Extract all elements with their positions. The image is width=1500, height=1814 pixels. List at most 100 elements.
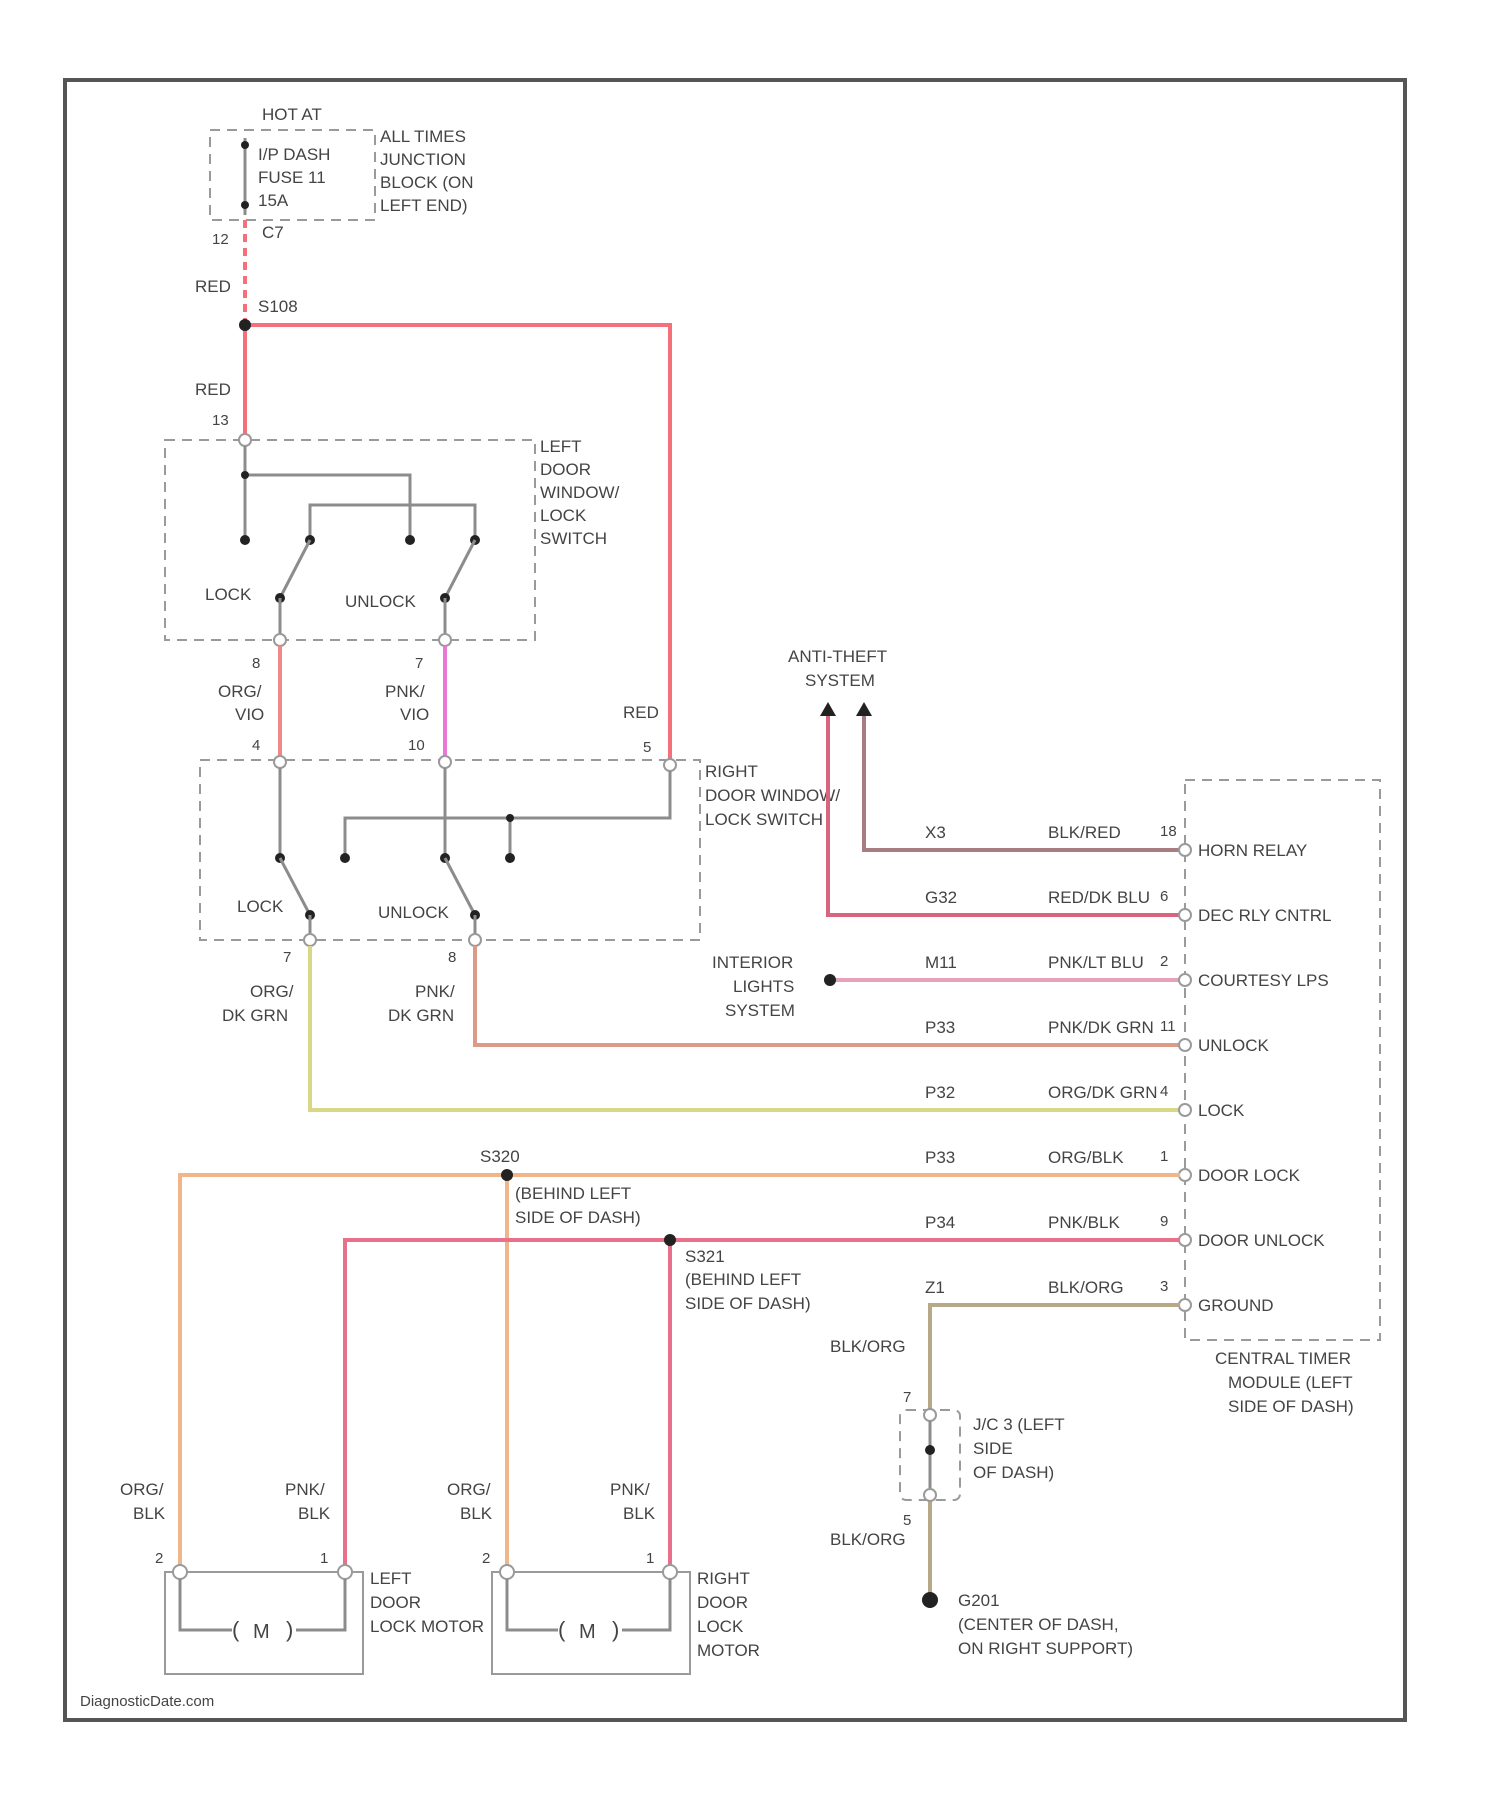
right-motor-line2: DOOR [697,1593,748,1612]
fuse-pin-no: 12 [212,231,229,248]
anti-theft-line2: SYSTEM [805,671,875,690]
right-switch-contact-b [340,853,350,863]
right-motor-lead-b [622,1579,670,1630]
right-switch-pin-lock-out [304,934,316,946]
ctm-circuit-label: Z1 [925,1278,945,1297]
ctm-pin-connector [1179,1299,1191,1311]
left-motor-pnk-blk-1: PNK/ [285,1480,325,1499]
watermark: DiagnosticDate.com [80,1693,214,1710]
ground-circuit: BLK/ORG BLK/ORG 7 5 J/C 3 (LEFT SIDE OF … [830,1305,1180,1658]
jc3-line3: OF DASH) [973,1463,1054,1482]
splice-s108-label: S108 [258,297,298,316]
right-motor-pin-a-no: 2 [482,1550,490,1567]
splice-s320-desc2: SIDE OF DASH) [515,1208,641,1227]
right-switch-pin-org-no: 4 [252,737,260,754]
ctm-pin-number: 11 [1160,1018,1176,1035]
fuse-line2: FUSE 11 [258,168,326,187]
red-label-upper: RED [195,277,231,296]
interior-lights-terminal [824,974,836,986]
ctm-wire-color-label: BLK/ORG [1048,1278,1124,1297]
ctm-circuit-label: G32 [925,888,957,907]
anti-theft-system: ANTI-THEFT SYSTEM [788,647,1180,915]
ctm-pin-number: 9 [1160,1213,1168,1230]
ctm-wire-color-label: PNK/DK GRN [1048,1018,1154,1037]
red-label-lower: RED [195,380,231,399]
pnk-vio-label-2: VIO [400,705,429,724]
right-motor-line4: MOTOR [697,1641,760,1660]
left-motor-pin-b [338,1565,352,1579]
right-switch-pin-unlock-out [469,934,481,946]
left-switch-internal-2 [245,475,410,540]
left-motor-paren-open: ( [232,1617,240,1642]
right-motor-org-blk-2: BLK [460,1504,493,1523]
right-motor-m: M [579,1621,596,1643]
pnk-dkgrn-label-2: DK GRN [388,1006,454,1025]
ground-g201-desc2: ON RIGHT SUPPORT) [958,1639,1133,1658]
left-motor-lead-b [296,1579,345,1630]
pnk-vio-label-1: PNK/ [385,682,425,701]
right-switch-label2: DOOR WINDOW/ [705,786,840,805]
fuse-block: HOT AT I/P DASH FUSE 11 15A C7 12 ALL TI… [210,105,474,248]
left-motor-paren-close: ) [286,1617,293,1642]
anti-theft-arrow-1 [820,702,836,716]
right-door-lock-motor: ( M ) 2 1 RIGHT DOOR LOCK MOTOR [482,1550,760,1674]
right-motor-pin-b-no: 1 [646,1550,654,1567]
right-switch-lock-blade [280,858,310,915]
fuse-pin: C7 [262,223,284,242]
right-motor-pin-b [663,1565,677,1579]
motor-wires: S320 (BEHIND LEFT SIDE OF DASH) S321 (BE… [120,1147,1180,1572]
fuse-line3: 15A [258,191,289,210]
ctm-desc1: CENTRAL TIMER [1215,1349,1351,1368]
blk-org-wire-upper [930,1305,1180,1410]
interior-lights-line1: INTERIOR [712,953,793,972]
ctm-circuit-label: P33 [925,1018,955,1037]
blk-red-wire [864,716,1180,850]
right-motor-paren-open: ( [558,1617,566,1642]
ctm-desc3: SIDE OF DASH) [1228,1397,1354,1416]
right-motor-paren-close: ) [612,1617,619,1642]
right-switch-pin-unlock-out-no: 8 [448,949,456,966]
splice-s321-desc1: (BEHIND LEFT [685,1270,801,1289]
left-motor-m: M [253,1621,270,1643]
right-switch-internal-red [345,771,670,858]
left-switch-lock-blade [280,540,310,598]
pnk-dkgrn-label-1: PNK/ [415,982,455,1001]
right-switch-pin-org [274,756,286,768]
blk-org-label-lower: BLK/ORG [830,1530,906,1549]
right-motor-pin-a [500,1565,514,1579]
right-motor-pnk-blk-1: PNK/ [610,1480,650,1499]
ctm-pin-number: 18 [1160,823,1177,840]
ctm-pin-connector [1179,974,1191,986]
ctm-pin-label: UNLOCK [1198,1036,1270,1055]
right-switch-label3: LOCK SWITCH [705,810,823,829]
jc3-pin-bottom-no: 5 [903,1512,911,1529]
left-switch-unlock-label: UNLOCK [345,592,417,611]
ctm-desc2: MODULE (LEFT [1228,1373,1353,1392]
ctm-pin-number: 6 [1160,888,1168,905]
anti-theft-arrow-2 [856,702,872,716]
fuse-desc3: BLOCK (ON [380,173,474,192]
left-motor-pin-b-no: 1 [320,1550,328,1567]
right-switch-pin-pnk [439,756,451,768]
org-dkgrn-label-2: DK GRN [222,1006,288,1025]
left-switch-pin-lock-no: 8 [252,655,260,672]
left-motor-org-blk-2: BLK [133,1504,166,1523]
fuse-line1: I/P DASH [258,145,330,164]
left-switch-label3: WINDOW/ [540,483,620,502]
left-switch-pin-unlock [439,634,451,646]
jc3-pin-bottom [924,1489,936,1501]
ctm-wire-color-label: PNK/LT BLU [1048,953,1144,972]
ctm-wire-color-label: ORG/DK GRN [1048,1083,1158,1102]
splice-s321-dot [664,1234,676,1246]
ctm-circuit-label: P34 [925,1213,955,1232]
ctm-pin-label: DOOR LOCK [1198,1166,1301,1185]
right-door-switch: LOCK UNLOCK RIGHT DOOR WINDOW/ LOCK SWIT… [200,737,840,966]
right-motor-line1: RIGHT [697,1569,750,1588]
right-motor-lead-a [507,1579,558,1630]
right-switch-lock-label: LOCK [237,897,284,916]
ctm-pin-number: 1 [1160,1148,1168,1165]
left-switch-pin-unlock-no: 7 [415,655,423,672]
fuse-terminal-top [241,141,249,149]
